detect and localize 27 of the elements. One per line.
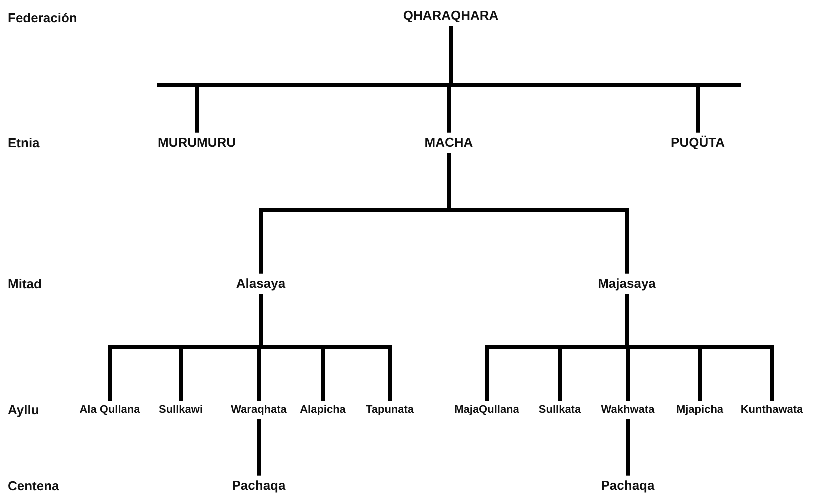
level-label: Etnia xyxy=(8,136,40,150)
tree-connector xyxy=(449,26,700,133)
tree-connector xyxy=(626,419,630,476)
tree-node-label: Waraqhata xyxy=(231,404,287,416)
tree-node-label: PUQÜTA xyxy=(671,136,725,150)
tree-node-label: MajaQullana xyxy=(454,404,520,416)
tree-connector xyxy=(447,153,629,274)
level-label: Ayllu xyxy=(8,402,40,418)
level-label: Centena xyxy=(8,478,60,494)
tree-node-label: QHARAQHARA xyxy=(403,8,499,24)
tree-node-label: Sullkawi xyxy=(158,404,204,416)
tree-node-label: Pachaqa xyxy=(601,478,655,494)
tree-node-label: MACHA xyxy=(424,136,474,150)
tree-node-label: Sullkata xyxy=(538,404,582,416)
tree-node-label: MURUMURU xyxy=(158,136,236,150)
tree-node-label: Wakhwata xyxy=(601,404,655,416)
level-label: Mitad xyxy=(8,276,42,292)
tree-node-label: Alasaya xyxy=(236,276,286,292)
tree-node-label: Pachaqa xyxy=(232,478,286,494)
level-label: Federación xyxy=(8,10,78,26)
tree-node-label: Ala Qullana xyxy=(80,404,140,416)
tree-connector xyxy=(257,419,261,476)
tree-node-label: Kunthawata xyxy=(740,404,804,416)
tree-node-label: Tapunata xyxy=(366,404,414,416)
tree-node-label: Mjapicha xyxy=(676,404,724,416)
tree-node-label: Alapicha xyxy=(300,404,346,416)
tree-node-label: Majasaya xyxy=(598,276,656,292)
